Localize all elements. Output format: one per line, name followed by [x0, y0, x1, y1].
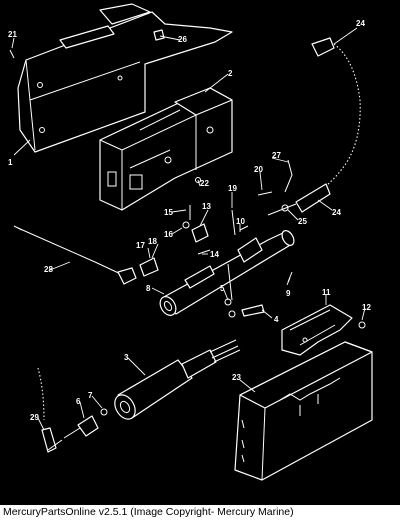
- callout-24-top: 24: [356, 19, 365, 28]
- callout-8: 8: [146, 284, 151, 293]
- callout-11: 11: [322, 288, 331, 297]
- callout-13: 13: [202, 202, 211, 211]
- callout-2: 2: [228, 69, 233, 78]
- callout-20: 20: [254, 165, 263, 174]
- tank-case-part-23[interactable]: [234, 341, 373, 481]
- callout-25: 25: [298, 217, 307, 226]
- cylinder-tube-part-8[interactable]: [157, 229, 296, 319]
- leader-lines: [11, 27, 366, 431]
- callout-10: 10: [236, 217, 245, 226]
- callout-24-mid: 24: [332, 208, 341, 217]
- callout-21: 21: [8, 30, 17, 39]
- clamp-bracket-part-11[interactable]: [281, 304, 353, 356]
- callout-3: 3: [124, 353, 129, 362]
- callout-5: 5: [220, 284, 225, 293]
- callout-27: 27: [272, 151, 281, 160]
- callout-28: 28: [44, 265, 53, 274]
- parts-diagram: 1 2 3 4 5 6 7 8 9 10 11 12 13 14 15 16 1…: [8, 3, 373, 481]
- callout-29: 29: [30, 413, 39, 422]
- callout-17: 17: [136, 241, 145, 250]
- callout-4: 4: [274, 315, 279, 324]
- callout-labels: 1 2 3 4 5 6 7 8 9 10 11 12 13 14 15 16 1…: [8, 19, 371, 422]
- cable-part-24[interactable]: [267, 37, 361, 216]
- callout-1: 1: [8, 158, 13, 167]
- callout-7: 7: [88, 391, 93, 400]
- main-housing-part-2[interactable]: [99, 87, 233, 211]
- callout-9: 9: [286, 289, 291, 298]
- callout-18: 18: [148, 237, 157, 246]
- callout-26: 26: [178, 35, 187, 44]
- callout-6: 6: [76, 397, 81, 406]
- callout-14: 14: [210, 250, 219, 259]
- caption-bar: [0, 505, 400, 520]
- callout-23: 23: [232, 373, 241, 382]
- hardware-parts[interactable]: [9, 29, 366, 439]
- callout-16: 16: [164, 230, 173, 239]
- motor-cylinder-part-3[interactable]: [111, 339, 241, 423]
- image-caption: MercuryPartsOnline v2.5.1 (Image Copyrig…: [3, 506, 294, 518]
- callout-22: 22: [200, 179, 209, 188]
- mounting-bracket-part-1[interactable]: [17, 3, 233, 153]
- rod-part-28[interactable]: [13, 225, 137, 285]
- callout-19: 19: [228, 184, 237, 193]
- cable-part-29[interactable]: [37, 367, 63, 453]
- callout-15: 15: [164, 208, 173, 217]
- callout-12: 12: [362, 303, 371, 312]
